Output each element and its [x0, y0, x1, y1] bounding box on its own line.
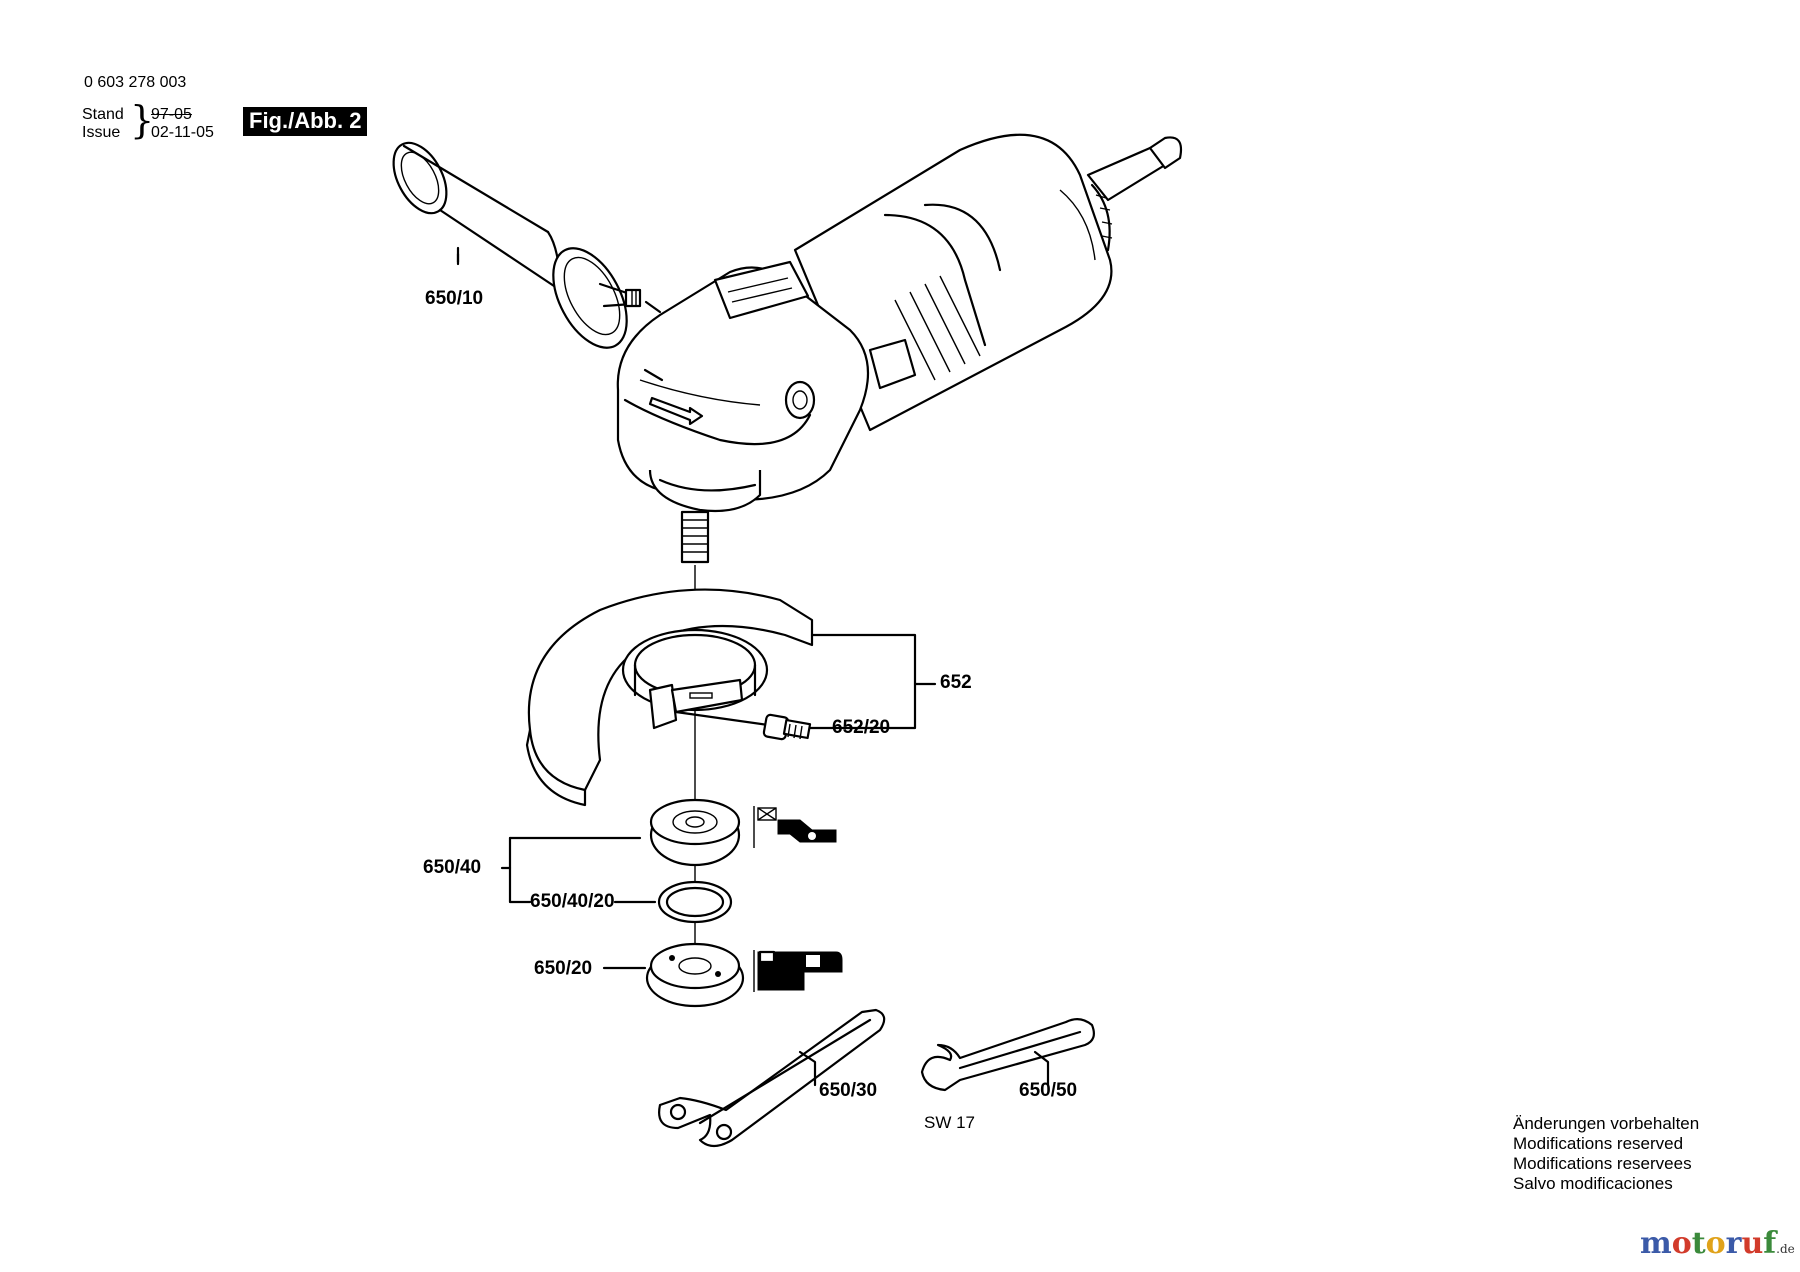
callout-clamping-nut: 650/20 [534, 958, 593, 979]
note-line-en: Modifications reserved [1513, 1134, 1684, 1153]
leader-lines [456, 252, 1050, 1087]
part-number: 0 603 278 003 [84, 74, 187, 91]
clamping-nut-part [645, 942, 843, 1008]
logo-letter: o [1705, 1226, 1726, 1261]
open-spanner-part [920, 1018, 1095, 1092]
mounting-flange-part [649, 798, 837, 867]
logo-letter: m [1640, 1226, 1672, 1261]
callout-guard-screw: 652/20 [832, 717, 891, 738]
modifications-note: Änderungen vorbehalten Modifications res… [1513, 1114, 1699, 1194]
logo-letter: r [1725, 1226, 1742, 1261]
issue-label: Issue [82, 124, 121, 141]
motoruf-logo: motoruf.de [1640, 1226, 1795, 1261]
pin-spanner-part [658, 1008, 886, 1148]
logo-letter: f [1763, 1226, 1777, 1261]
callout-handle: 650/10 [425, 288, 484, 309]
figure-label: Fig./Abb. 2 [243, 107, 368, 136]
note-line-de: Änderungen vorbehalten [1513, 1114, 1700, 1133]
o-ring-part [657, 880, 733, 924]
brace-icon: } [130, 98, 155, 142]
callout-o-ring: 650/40/20 [530, 891, 615, 912]
logo-letter: o [1671, 1226, 1692, 1261]
logo-letter: t [1691, 1226, 1706, 1261]
side-handle-part [392, 141, 662, 349]
note-line-fr: Modifications reservees [1513, 1154, 1692, 1173]
callout-guard-assembly: 652 [940, 672, 972, 693]
callout-open-spanner: 650/50 [1019, 1080, 1078, 1101]
guard-screw-part [674, 710, 812, 741]
note-line-es: Salvo modificaciones [1513, 1174, 1673, 1193]
wheel-guard-part [525, 588, 814, 807]
callout-flange-assembly: 650/40 [423, 857, 482, 878]
stand-label: Stand [82, 106, 124, 123]
stand-date-struck: 97-05 [151, 106, 192, 123]
issue-date: 02-11-05 [151, 124, 214, 141]
angle-grinder-part [616, 133, 1183, 564]
callout-pin-spanner: 650/30 [819, 1080, 878, 1101]
logo-suffix: .de [1776, 1242, 1795, 1256]
logo-letter: u [1741, 1226, 1764, 1261]
spanner-size-label: SW 17 [924, 1113, 976, 1132]
